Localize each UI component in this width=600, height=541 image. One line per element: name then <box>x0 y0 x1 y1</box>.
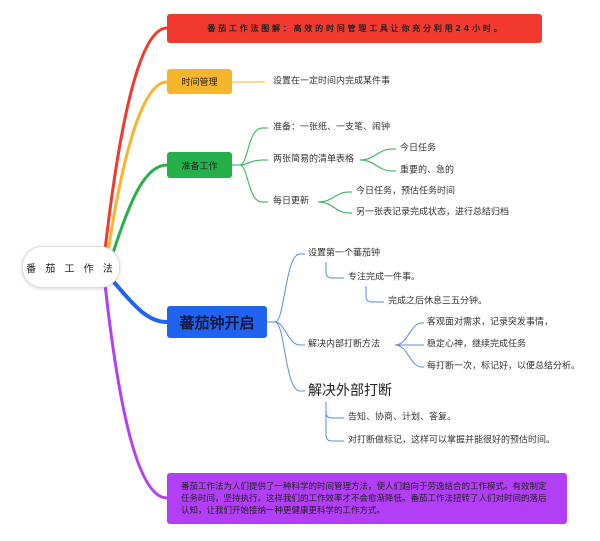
start-subchild[interactable]: 专注完成一件事。 <box>348 272 421 283</box>
summary-node[interactable]: 番茄工作法为人们提供了一种科学的时间管理方法，使人们趋向于劳逸结合的工作模式。有… <box>167 473 567 524</box>
start-subchild[interactable]: 每打断一次，标记好，以便总结分析。 <box>427 361 581 372</box>
time-management-label: 时间管理 <box>181 78 218 88</box>
title-node-label: 番 茄 工 作 法 图 解 ： 高 效 的 时 间 管 理 工 具 让 你 充 … <box>207 24 502 33</box>
time-child[interactable]: 设置在一定时间内完成某件事 <box>273 76 391 87</box>
title-node[interactable]: 番 茄 工 作 法 图 解 ： 高 效 的 时 间 管 理 工 具 让 你 充 … <box>167 14 542 43</box>
pomodoro-start-label: 蕃茄钟开启 <box>179 313 255 332</box>
start-child[interactable]: 设置第一个蕃茄钟 <box>308 248 381 259</box>
time-management-node[interactable]: 时间管理 <box>167 69 232 94</box>
prep-child[interactable]: 两张简易的清单表格 <box>273 154 355 165</box>
pomodoro-start-node[interactable]: 蕃茄钟开启 <box>167 306 267 338</box>
start-subchild[interactable]: 对打断做标记，这样可以掌握并能很好的预估时间。 <box>348 435 556 446</box>
preparation-label: 准备工作 <box>181 161 218 172</box>
start-subchild[interactable]: 客观面对需求，记录突发事情， <box>427 317 554 328</box>
central-topic[interactable]: 番 茄 工 作 法 <box>22 246 120 288</box>
start-subchild[interactable]: 稳定心神，继续完成任务 <box>427 339 527 350</box>
prep-subchild[interactable]: 另一张表记录完成状态，进行总结归档 <box>356 207 510 218</box>
start-child[interactable]: 解决内部打断方法 <box>308 339 381 350</box>
prep-child[interactable]: 每日更新 <box>273 196 310 207</box>
prep-child[interactable]: 准备：一张纸、一支笔、闹钟 <box>273 122 391 133</box>
prep-subchild[interactable]: 今日任务 <box>400 143 437 154</box>
prep-subchild[interactable]: 今日任务，预估任务时间 <box>356 186 456 197</box>
start-child[interactable]: 解决外部打断 <box>308 383 392 399</box>
summary-label: 番茄工作法为人们提供了一种科学的时间管理方法，使人们趋向于劳逸结合的工作模式。有… <box>181 481 547 516</box>
start-subchild[interactable]: 告知、协商、计划、答复。 <box>348 412 457 423</box>
start-subchild[interactable]: 完成之后休息三五分钟。 <box>388 296 488 307</box>
preparation-node[interactable]: 准备工作 <box>167 152 232 178</box>
prep-subchild[interactable]: 重要的、急的 <box>400 165 455 176</box>
